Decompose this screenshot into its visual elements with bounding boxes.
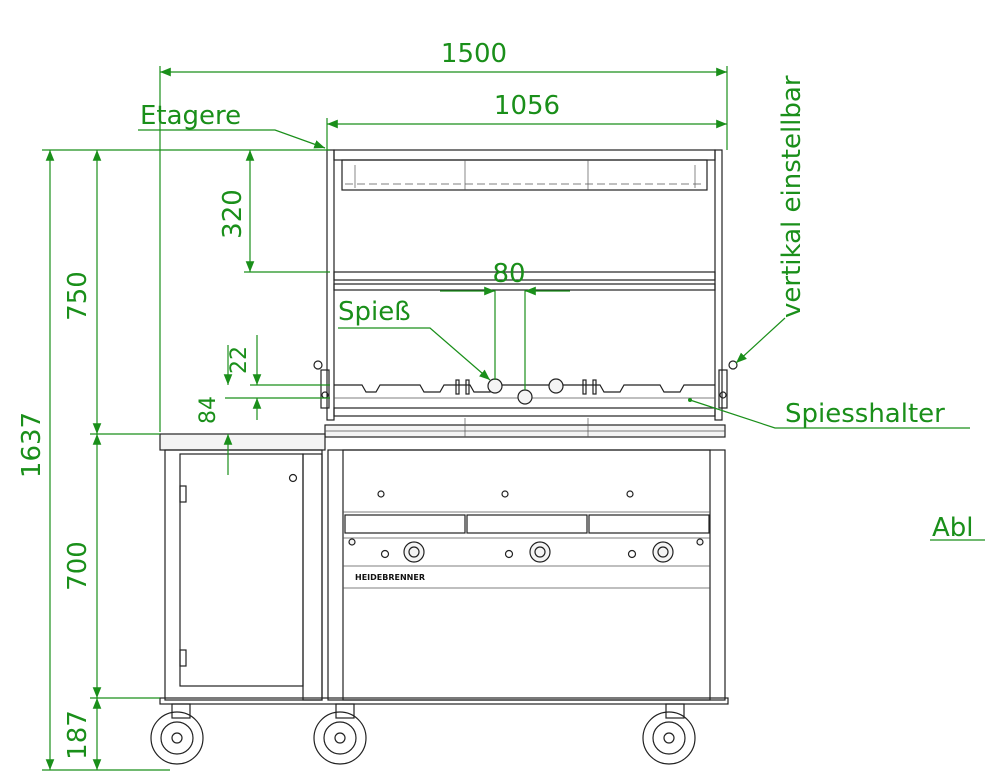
- label-skewer-holder: Spiesshalter: [785, 399, 945, 429]
- dim-text-1637: 1637: [17, 412, 47, 478]
- equipment-outline: HEIDEBRENNER: [150, 149, 738, 765]
- dim-text-1500: 1500: [441, 39, 507, 69]
- annotation-labels: Etagere Spieß Spiesshalter Abl vertikal …: [140, 75, 974, 543]
- label-vertical-adjustable: vertikal einstellbar: [777, 75, 807, 318]
- grill-top: [324, 418, 726, 438]
- leader-vertical-adjustable: [735, 317, 786, 364]
- dim-text-1056: 1056: [494, 91, 560, 121]
- brand-plate: HEIDEBRENNER: [355, 573, 425, 582]
- leader-etagere: [138, 129, 326, 149]
- caster-left: [150, 703, 204, 765]
- caster-middle: [313, 703, 367, 765]
- dim-text-187: 187: [63, 710, 93, 760]
- leader-skewer-holder: [689, 399, 970, 429]
- side-cabinet: [159, 433, 326, 701]
- dim-text-22: 22: [227, 346, 252, 374]
- leader-skewer: [338, 327, 491, 381]
- dim-text-84: 84: [196, 396, 221, 424]
- label-shelf-partial: Abl: [932, 513, 974, 543]
- skewer-holder-rail: [320, 369, 728, 409]
- caster-right: [642, 703, 696, 765]
- dimension-texts: 1500 1056 80 1637 750 700 187 320 22 84: [17, 39, 560, 760]
- dim-text-320: 320: [218, 189, 248, 239]
- dim-text-80: 80: [492, 259, 525, 289]
- base-and-casters: [150, 697, 729, 765]
- dim-text-700: 700: [63, 541, 93, 591]
- dim-text-750: 750: [63, 271, 93, 321]
- grill-body: [327, 449, 726, 701]
- dimension-lines: [42, 66, 985, 771]
- label-etagere: Etagere: [140, 101, 241, 131]
- label-skewer: Spieß: [338, 297, 411, 327]
